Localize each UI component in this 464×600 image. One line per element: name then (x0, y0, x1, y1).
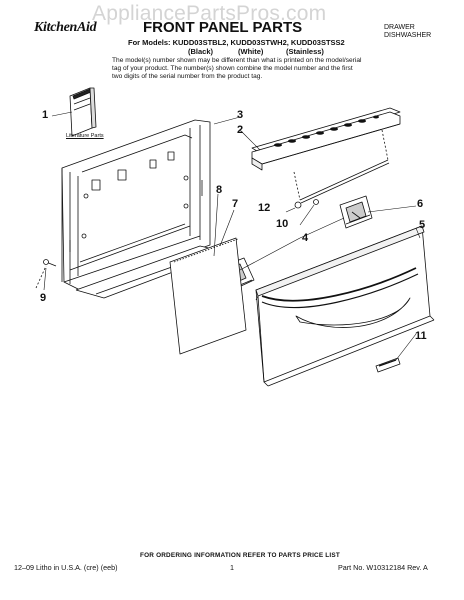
front-door-panel (255, 225, 435, 387)
callout-12: 12 (258, 202, 271, 214)
model-list: For Models: KUDD03STBL2, KUDD03STWH2, KU… (128, 38, 345, 47)
callout-1: 1 (42, 109, 49, 121)
category-line-2: DISHWASHER (384, 32, 432, 39)
part-number: Part No. W10312184 Rev. A (338, 563, 428, 572)
callout-7: 7 (232, 198, 239, 210)
callout-8: 8 (216, 184, 223, 196)
callout-11: 11 (415, 330, 427, 342)
callout-6: 6 (417, 198, 424, 210)
callout-2: 2 (237, 124, 244, 136)
category-line-1: DRAWER (384, 24, 415, 31)
brand-logo: KitchenAid (34, 20, 97, 35)
callout-9: 9 (40, 292, 47, 304)
leader-lines (43, 111, 421, 361)
literature-parts-booklet (69, 87, 97, 137)
page-title: FRONT PANEL PARTS (143, 19, 303, 36)
control-panel-bar (251, 107, 401, 171)
variant-stainless: (Stainless) (286, 47, 324, 56)
product-category: DRAWER DISHWASHER (384, 24, 431, 40)
page-number: 1 (230, 563, 234, 572)
callout-4: 4 (302, 232, 309, 244)
brand-badge (375, 357, 401, 373)
screw (35, 259, 57, 289)
litho-info: 12–09 Litho in U.S.A. (cre) (eeb) (14, 563, 118, 572)
insulation-panel (169, 237, 247, 355)
ordering-info: FOR ORDERING INFORMATION REFER TO PARTS … (140, 552, 340, 559)
right-handle-bracket (339, 195, 373, 229)
handle-rod (293, 129, 390, 209)
model-note: The model(s) number shown may be differe… (112, 57, 362, 81)
inner-door-frame (61, 119, 211, 291)
watermark: AppliancePartsPros.com (92, 2, 327, 25)
callout-10: 10 (276, 218, 289, 230)
variant-black: (Black) (188, 47, 214, 56)
literature-parts-label: Literature Parts (66, 133, 104, 139)
door-handle (261, 267, 419, 328)
callout-3: 3 (237, 109, 244, 121)
callout-5: 5 (419, 219, 426, 231)
variant-white: (White) (238, 47, 264, 56)
